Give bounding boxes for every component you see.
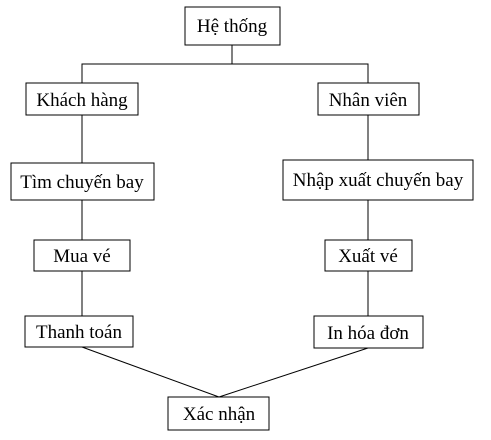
node-staff-label: Nhân viên	[329, 90, 408, 111]
node-confirm: Xác nhận	[167, 396, 270, 431]
node-issue-ticket: Xuất vé	[324, 239, 413, 272]
node-print-invoice-label: In hóa đơn	[327, 323, 409, 344]
node-import-export-flight-label: Nhập xuất chuyến bay	[293, 170, 464, 191]
node-import-export-flight: Nhập xuất chuyến bay	[282, 159, 474, 201]
connectors	[81, 45, 369, 398]
node-confirm-label: Xác nhận	[183, 404, 256, 425]
edge-payment-confirm	[81, 346, 220, 398]
node-customer-label: Khách hàng	[36, 90, 128, 111]
node-system-label: Hệ thống	[197, 16, 268, 37]
node-print-invoice: In hóa đơn	[313, 315, 424, 349]
node-search-flight-label: Tìm chuyến bay	[20, 172, 144, 193]
node-search-flight: Tìm chuyến bay	[10, 162, 155, 201]
node-buy-ticket: Mua vé	[33, 239, 131, 272]
edge-split-customer	[81, 63, 369, 83]
node-payment-label: Thanh toán	[36, 322, 123, 343]
node-issue-ticket-label: Xuất vé	[338, 246, 398, 267]
node-payment: Thanh toán	[24, 315, 134, 348]
node-system: Hệ thống	[184, 6, 281, 46]
edge-invoice-confirm	[218, 347, 369, 398]
node-buy-ticket-label: Mua vé	[53, 246, 111, 267]
node-staff: Nhân viên	[317, 82, 420, 116]
node-customer: Khách hàng	[25, 82, 139, 116]
